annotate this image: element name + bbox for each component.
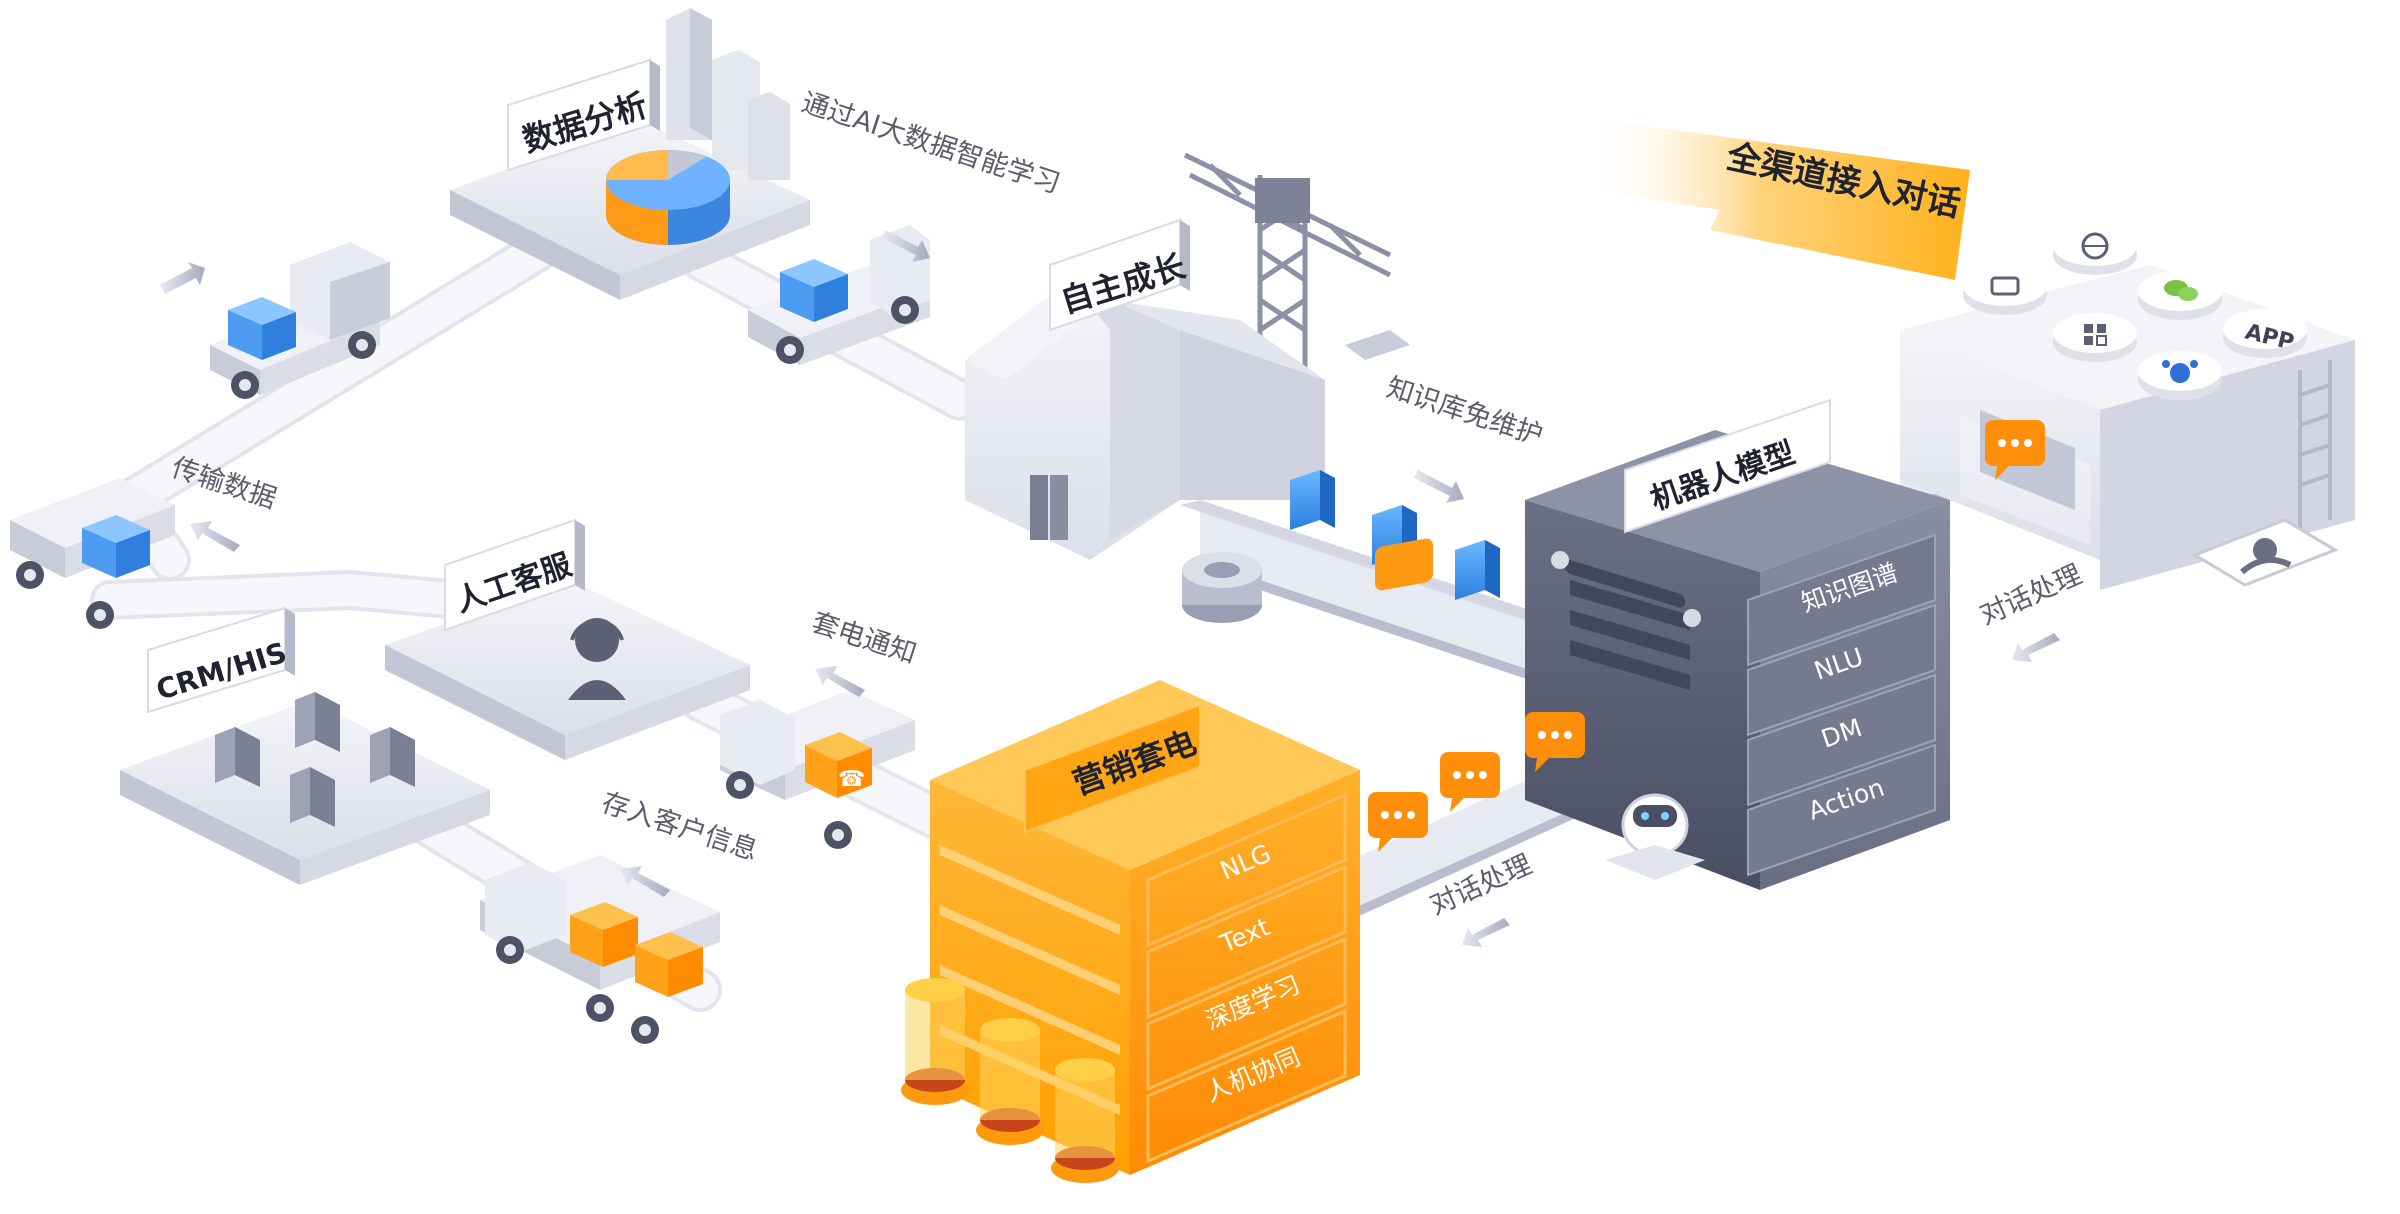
caption-kb-maintenance: 知识库免维护 (1383, 372, 1547, 452)
face-recognition-icon (2191, 518, 2339, 587)
omni-channel-banner: 全渠道接入对话 (1590, 120, 1970, 280)
robot-head-icon (1605, 793, 1705, 880)
app-button: APP (2223, 309, 2307, 358)
data-analysis-station: 数据分析 (450, 8, 810, 300)
human-service-station: 人工客服 (385, 518, 750, 760)
chat-bubble-icon (1525, 712, 1585, 772)
phone-icon: ☎ (838, 767, 865, 792)
baidu-paw-icon (2138, 351, 2222, 400)
chat-bubble-icon (1440, 752, 1500, 812)
channel-buttons: APP (1963, 226, 2307, 400)
server-cabinets (215, 692, 415, 827)
truck-top-left (210, 242, 390, 399)
pie-chart-icon (606, 150, 730, 245)
coin-icon (976, 1018, 1044, 1145)
truck-save-customer (480, 855, 720, 1044)
globe-icon (2053, 226, 2137, 275)
qrcode-icon (2053, 313, 2137, 362)
truck-left (10, 478, 175, 629)
robot-model-tower: 知识图谱 NLU DM Action 机器人模型 (1525, 398, 1950, 890)
channel-access-building: APP (1900, 226, 2355, 590)
arrow-icon (160, 262, 205, 294)
chat-bubbles (1375, 538, 1433, 591)
caption-save-customer: 存入客户信息 (598, 787, 762, 867)
coin-icon (901, 978, 969, 1105)
chat-bubble-group (1368, 420, 2045, 852)
truck-lead-notify: ☎ (720, 690, 915, 849)
coin-icon (1051, 1058, 1119, 1183)
flow-arrows (160, 230, 2060, 947)
arrow-icon (882, 230, 930, 262)
chat-bubble-icon (1368, 792, 1428, 852)
arrow-icon (620, 866, 670, 897)
wechat-icon (2138, 271, 2222, 320)
caption-ai-learning: 通过AI大数据智能学习 (798, 87, 1064, 200)
arrow-icon (1414, 470, 1464, 503)
chat-bubble-icon (1985, 420, 2045, 480)
gear-icon (1182, 552, 1262, 623)
self-growth-factory: 自主成长 (965, 152, 1410, 623)
headset-agent-icon (568, 618, 626, 700)
chat-bubble-icon (1375, 538, 1433, 591)
arrow-icon (190, 521, 240, 552)
arrow-icon (2012, 633, 2060, 662)
wallet-icon (1963, 266, 2047, 315)
arrow-icon (1462, 918, 1510, 947)
caption-lead-notify: 套电通知 (808, 607, 920, 670)
arrow-icon (815, 666, 865, 697)
coin-stacks (901, 978, 1119, 1183)
caption-dialog-right: 对话处理 (1975, 559, 2086, 631)
